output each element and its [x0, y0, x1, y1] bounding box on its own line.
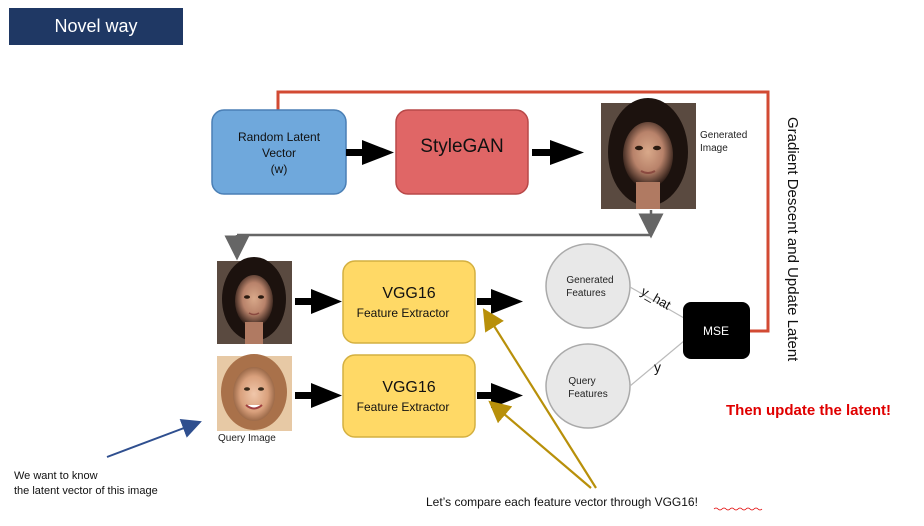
query-features-line1: Query — [568, 376, 595, 387]
arrow-latent-to-stylegan — [346, 140, 394, 165]
arrow-stylegan-to-image — [532, 140, 584, 165]
return-line — [224, 210, 664, 261]
gold-arrow-bottom — [488, 400, 592, 489]
generated-features-node: Generated Features — [545, 243, 631, 329]
arrow-vgg-top-to-features — [477, 289, 523, 314]
stylegan-box: StyleGAN — [395, 109, 529, 195]
query-features-line2: Features — [568, 389, 607, 400]
generated-image-label-1: Generated — [700, 130, 747, 141]
query-image — [217, 354, 292, 431]
y-hat-label: y_hat — [639, 284, 674, 313]
compare-note: Let’s compare each feature vector throug… — [426, 495, 698, 509]
query-image-label: Query Image — [218, 433, 276, 444]
vgg-bottom-title: VGG16 — [382, 379, 435, 396]
mse-box: MSE — [683, 302, 750, 359]
generated-image — [601, 98, 696, 209]
vgg-bottom-box: VGG16 Feature Extractor — [342, 354, 476, 438]
vgg-top-box: VGG16 Feature Extractor — [342, 260, 476, 344]
vgg-top-subtitle: Feature Extractor — [357, 306, 450, 320]
gold-arrow-top — [482, 308, 597, 489]
latent-line1: Random Latent — [238, 130, 321, 144]
arrow-vgg-bottom-to-features — [477, 383, 523, 408]
gen-features-line2: Features — [566, 288, 605, 299]
latent-line2: Vector — [262, 146, 296, 160]
vgg-bottom-subtitle: Feature Extractor — [357, 400, 450, 414]
y-label: y — [654, 359, 661, 375]
gradient-loop-line — [276, 90, 770, 333]
latent-line3: (w) — [271, 162, 288, 176]
gradient-descent-label: Gradient Descent and Update Latent — [784, 117, 801, 362]
mse-label: MSE — [703, 324, 729, 338]
vgg-top-title: VGG16 — [382, 285, 435, 302]
page-title: Novel way — [54, 16, 138, 36]
edge-y — [629, 340, 685, 387]
arrow-query-to-vgg — [295, 383, 342, 408]
query-features-node: Query Features — [545, 343, 631, 429]
arrow-gen-to-vgg — [295, 289, 342, 314]
latent-vector-box: Random Latent Vector (w) — [211, 109, 347, 195]
want-to-know-line1: We want to know — [14, 470, 98, 482]
stylegan-label: StyleGAN — [420, 136, 503, 157]
edge-yhat — [629, 286, 685, 319]
update-latent-note: Then update the latent! — [726, 402, 891, 419]
want-to-know-line2: the latent vector of this image — [14, 485, 158, 497]
generated-image-label-2: Image — [700, 143, 728, 154]
generated-image-copy — [217, 257, 292, 344]
spellcheck-underline — [713, 507, 763, 511]
gen-features-line1: Generated — [566, 275, 613, 286]
blue-arrow — [106, 418, 202, 458]
title-badge: Novel way — [9, 8, 183, 45]
